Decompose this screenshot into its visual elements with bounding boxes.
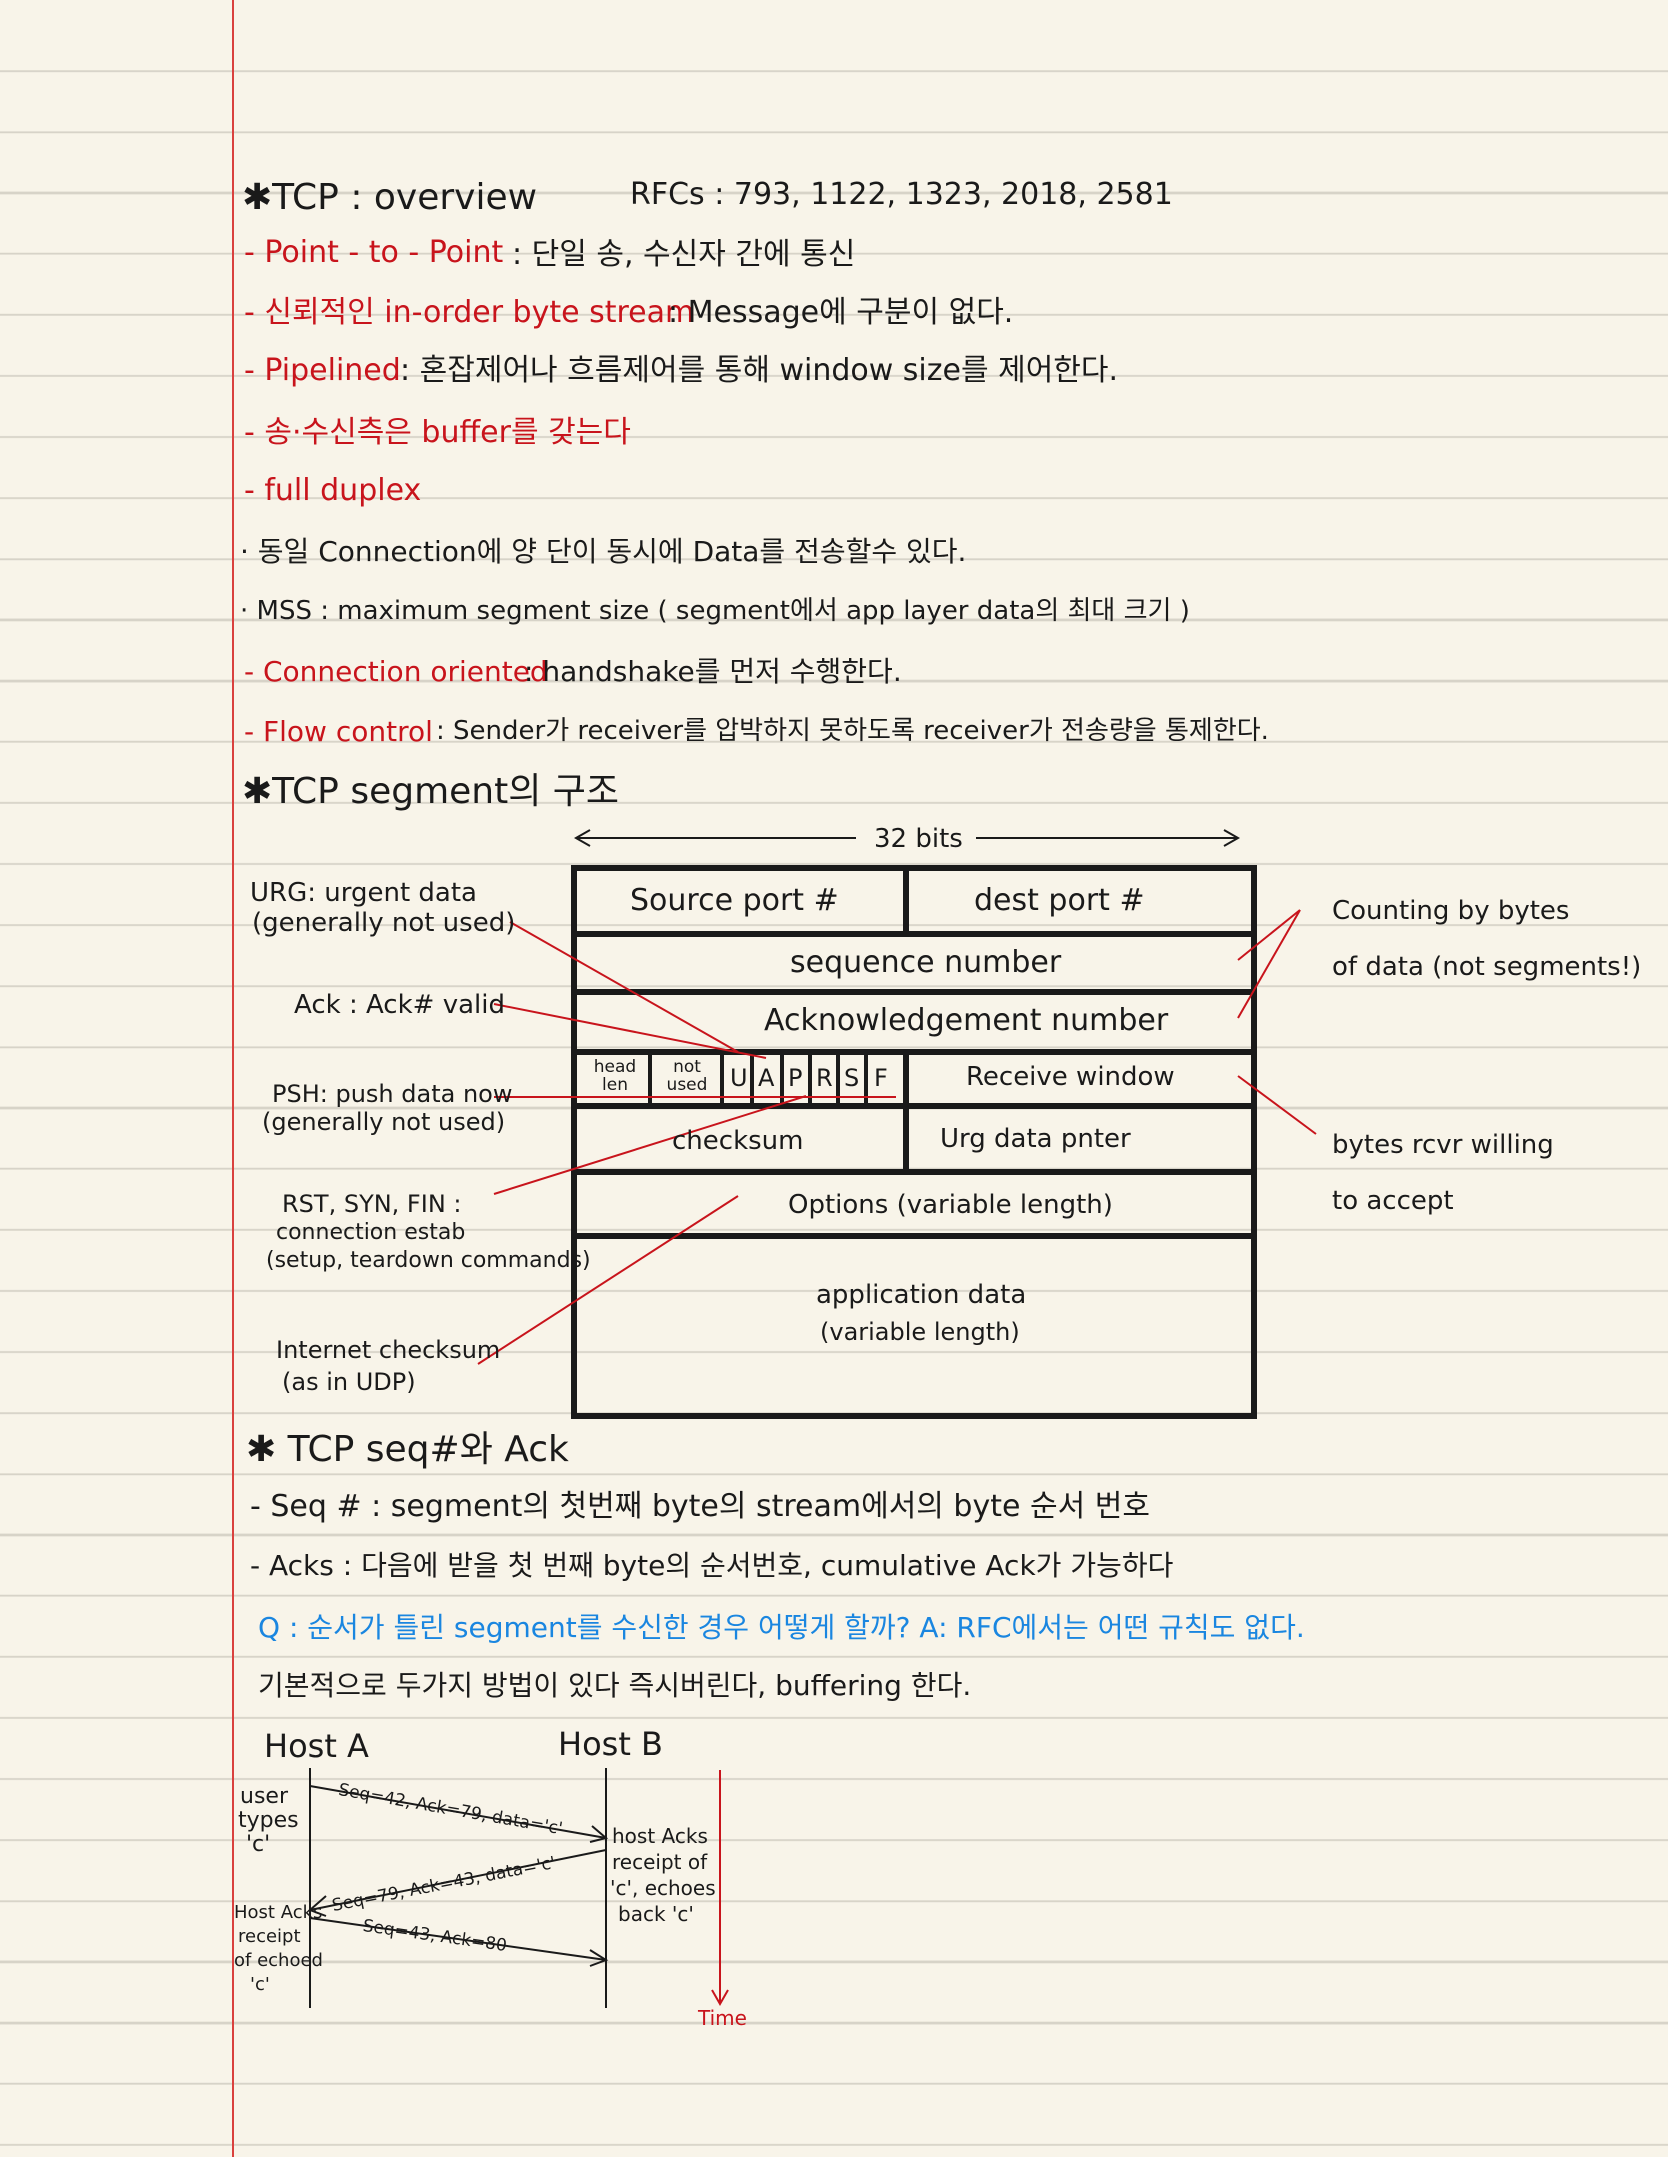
flag-r: R [816,1064,833,1092]
segment-box [571,865,1257,1419]
source-port-field: Source port # [630,883,839,918]
rcvr-annotation: bytes rcvr willing [1332,1130,1554,1160]
left-note-line-2: types [238,1808,299,1833]
flag-u: U [730,1064,748,1092]
right-note-2: receipt of [612,1850,708,1874]
ack-definition: - Acks : 다음에 받을 첫 번째 byte의 순서번호, cumulat… [250,1549,1174,1582]
urg-pointer-field: Urg data pnter [940,1124,1131,1154]
pipelined-term: - Pipelined [244,353,401,388]
time-arrow [711,1770,729,2007]
connection-oriented-desc: : handshake를 먼저 수행한다. [524,655,902,688]
urg-annotation: URG: urgent data [250,878,477,908]
question-line: Q : 순서가 틀린 segment를 수신한 경우 어떻게 할까? A: RF… [258,1611,1305,1644]
pipelined-desc: : 혼잡제어나 흐름제어를 통해 window size를 제어한다. [400,353,1119,388]
rfc-list: RFCs : 793, 1122, 1323, 2018, 2581 [630,177,1173,212]
dest-port-field: dest port # [974,883,1145,918]
left-note-line-1: user [240,1784,288,1809]
overview-title: ✱TCP : overview [242,177,538,218]
options-field: Options (variable length) [788,1190,1113,1220]
width-arrow [573,829,1241,847]
flow-control-term: - Flow control [244,715,433,748]
internet-checksum-annotation: Internet checksum [276,1336,501,1364]
urg-annotation-note: (generally not used) [252,908,516,938]
flag-a: A [758,1064,775,1092]
host-a-label: Host A [264,1727,369,1765]
host-b-label: Host B [558,1725,663,1763]
in-order-term: - 신뢰적인 in-order byte stream [244,295,695,330]
counting-annotation-note: of data (not segments!) [1332,952,1642,982]
internet-checksum-note: (as in UDP) [282,1368,416,1396]
bullet-mss: · MSS : maximum segment size ( segment에서… [240,596,1190,626]
ack-annotation: Ack : Ack# valid [294,990,505,1020]
right-note-1: host Acks [612,1824,708,1848]
rcvr-annotation-note: to accept [1332,1186,1454,1216]
left-bottom-note-2: receipt [238,1926,301,1947]
segment-title: ✱TCP segment의 구조 [242,771,620,812]
left-bottom-note-3: of echoed [234,1950,323,1971]
left-bottom-note-4: 'c' [250,1974,270,1995]
rst-annotation-estab: connection estab [276,1220,466,1245]
margin-line [232,0,234,2157]
message-1-arrow [309,1785,607,1839]
connection-oriented-term: - Connection oriented [244,655,548,688]
counting-annotation: Counting by bytes [1332,896,1570,926]
flag-p: P [788,1064,803,1092]
flag-s: S [844,1064,860,1092]
left-note-line-3: 'c' [246,1832,271,1857]
basic-methods-line: 기본적으로 두가지 방법이 있다 즉시버린다, buffering 한다. [258,1669,972,1702]
head-len-field: head len [593,1057,637,1095]
full-duplex-term: - full duplex [244,473,422,508]
checksum-field: checksum [672,1126,804,1156]
ack-number-field: Acknowledgement number [764,1003,1169,1038]
annotation-lines [477,909,1317,1365]
psh-annotation: PSH: push data now [272,1080,513,1108]
not-used-field: not used [666,1057,708,1095]
flag-f: F [874,1064,888,1092]
receive-window-field: Receive window [966,1062,1175,1092]
sequence-number-field: sequence number [790,945,1062,980]
app-data-field: application data [816,1280,1027,1310]
message-3-arrow [309,1917,607,1961]
seq-definition: - Seq # : segment의 첫번째 byte의 stream에서의 b… [250,1489,1150,1524]
right-note-3: 'c', echoes [610,1876,716,1900]
width-label: 32 bits [868,826,969,852]
point-to-point-term: - Point - to - Point [244,235,504,270]
right-note-4: back 'c' [618,1902,694,1926]
flow-control-desc: : Sender가 receiver를 압박하지 못하도록 receiver가 … [436,716,1269,746]
buffer-term: - 송·수신측은 buffer를 갖는다 [244,415,631,450]
app-data-length: (variable length) [820,1318,1020,1346]
message-2-arrow [309,1849,607,1911]
in-order-desc: : Message에 구분이 없다. [668,295,1014,330]
left-bottom-note-1: Host Acks [234,1902,323,1923]
bullet-same-connection: · 동일 Connection에 양 단이 동시에 Data를 전송할수 있다. [240,535,967,568]
psh-annotation-note: (generally not used) [262,1108,506,1136]
point-to-point-desc: : 단일 송, 수신자 간에 통신 [512,237,856,272]
seqack-title: ✱ TCP seq#와 Ack [246,1429,569,1470]
time-label: Time [698,2006,747,2030]
rst-syn-fin-annotation: RST, SYN, FIN : [282,1190,462,1218]
rst-annotation-commands: (setup, teardown commands) [266,1248,591,1273]
